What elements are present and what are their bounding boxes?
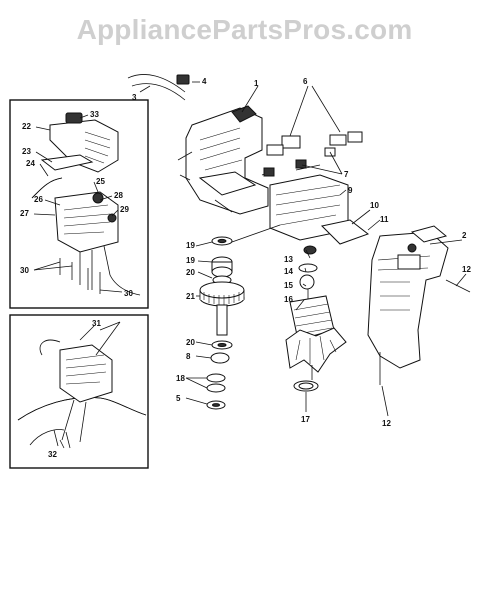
- label-21: 21: [186, 292, 195, 301]
- label-12-right: 12: [462, 265, 471, 274]
- label-5: 5: [176, 394, 181, 403]
- label-9: 9: [348, 186, 353, 195]
- label-30-right: 30: [124, 289, 133, 298]
- switch-assembly-art: [31, 112, 141, 296]
- label-32: 32: [48, 450, 57, 459]
- label-6: 6: [303, 77, 308, 86]
- label-13: 13: [284, 255, 293, 264]
- gear-stack-art: [199, 236, 245, 410]
- label-12-bottom: 12: [382, 419, 391, 428]
- motor-housing-art: [177, 105, 269, 215]
- label-27: 27: [20, 209, 29, 218]
- label-3: 3: [132, 93, 137, 102]
- label-33: 33: [90, 110, 99, 119]
- label-25: 25: [96, 177, 105, 186]
- watermark: AppliancePartsPros.com: [76, 14, 413, 45]
- label-15: 15: [284, 281, 293, 290]
- armature-art: [285, 245, 347, 392]
- label-24: 24: [26, 159, 35, 168]
- label-31: 31: [92, 319, 101, 328]
- inset-box-wiring: [9, 314, 149, 469]
- label-19-top: 19: [186, 241, 195, 250]
- label-18: 18: [176, 374, 185, 383]
- gear-housing-art: [367, 225, 471, 385]
- label-1: 1: [254, 79, 259, 88]
- label-20-bottom: 20: [186, 338, 195, 347]
- label-7: 7: [344, 170, 349, 179]
- label-4: 4: [202, 77, 207, 86]
- label-8: 8: [186, 352, 191, 361]
- label-22: 22: [22, 122, 31, 131]
- label-14: 14: [284, 267, 293, 276]
- baffle-art: [320, 219, 370, 245]
- label-26: 26: [34, 195, 43, 204]
- inset-box-switch-assembly: [9, 99, 149, 309]
- part-labels: 1 2 3 4 6 7 9 10 11 12 12 13 14 15 16 17…: [20, 77, 471, 459]
- label-20-top: 20: [186, 268, 195, 277]
- label-19-mid: 19: [186, 256, 195, 265]
- label-2: 2: [462, 231, 467, 240]
- label-10: 10: [370, 201, 379, 210]
- brushes-art: [266, 131, 363, 157]
- label-11: 11: [380, 215, 389, 224]
- label-17: 17: [301, 415, 310, 424]
- label-30-left: 30: [20, 266, 29, 275]
- label-23: 23: [22, 147, 31, 156]
- field-assembly-art: [261, 159, 349, 241]
- cord-and-connector-art: [127, 74, 190, 101]
- label-16: 16: [284, 295, 293, 304]
- label-29: 29: [120, 205, 129, 214]
- leader-lines: [33, 81, 467, 449]
- wiring-art: [17, 321, 147, 449]
- label-28: 28: [114, 191, 123, 200]
